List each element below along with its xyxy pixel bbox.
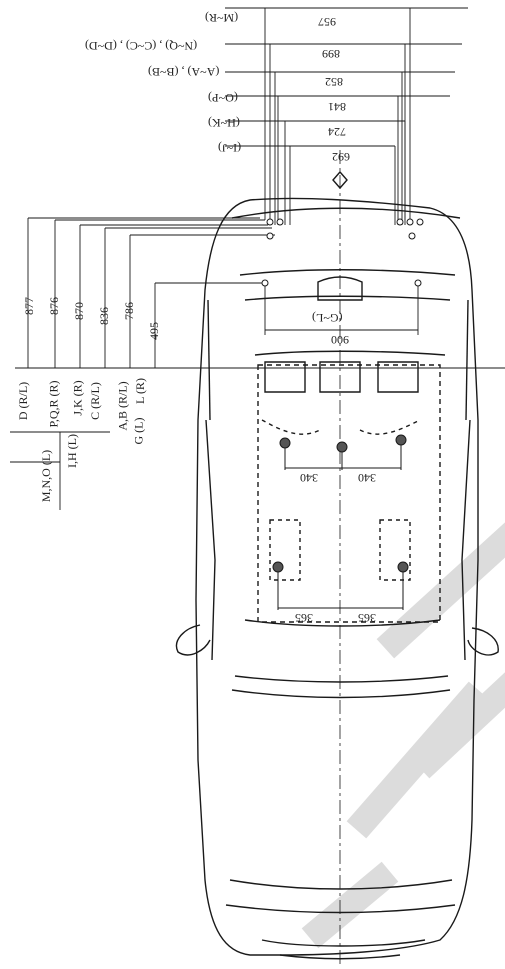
dim-724-value: 724 [328,125,346,139]
dim-877-points: D (R/L) [16,381,31,421]
dim-841-points: (O~P) [208,91,238,105]
left-mirror [175,624,211,656]
right-mirror [467,627,499,656]
rear-pair-right: 365 [358,611,376,625]
dim-899-value: 899 [322,47,340,61]
dim-876-value: 876 [47,297,61,315]
label-ih: I,H (L) [64,434,79,468]
rear-pair-left: 365 [295,611,313,625]
dim-870-value: 870 [72,302,86,320]
top-dimension-lines [225,7,468,225]
rear-span-points: (G~L) [312,311,343,325]
rear-span-lines [264,283,419,335]
dim-852-points: (A~A) , (B~B) [148,65,220,79]
car-body-outline [195,197,479,956]
dim-836-value: 836 [97,307,111,325]
roof-panel [257,364,441,623]
dim-692-points: (I~J) [218,141,242,155]
dim-957-points: (M~R) [205,11,239,25]
center-marker [332,170,348,190]
dim-876-points: P,Q,R (R) [46,380,61,428]
rear-span-value: 900 [331,333,349,347]
dim-786-points: A,B (R/L) [115,381,130,431]
dim-836-points: C (R/L) [87,382,102,420]
dim-870-points: J,K (R) [70,380,85,416]
mounting-points [261,218,424,610]
dim-786-value: 786 [122,302,136,320]
dim-877-value: 877 [22,297,36,315]
label-g: G (L) [131,417,146,445]
dim-841-value: 841 [328,100,346,114]
dim-724-points: (H~K) [208,116,240,130]
dim-852-value: 852 [325,75,343,89]
dim-495-value: 495 [147,322,161,340]
dim-692-value: 692 [332,150,350,164]
dim-495-points: L (R) [132,378,147,404]
front-pair-left: 340 [300,471,318,485]
dim-957-value: 957 [318,15,336,29]
label-mno: M,N,O (L) [39,449,54,503]
left-dimension-lines [10,217,505,510]
front-pair-right: 340 [358,471,376,485]
dim-899-points: (N~Q) , (C~C) , (D~D) [85,39,198,53]
